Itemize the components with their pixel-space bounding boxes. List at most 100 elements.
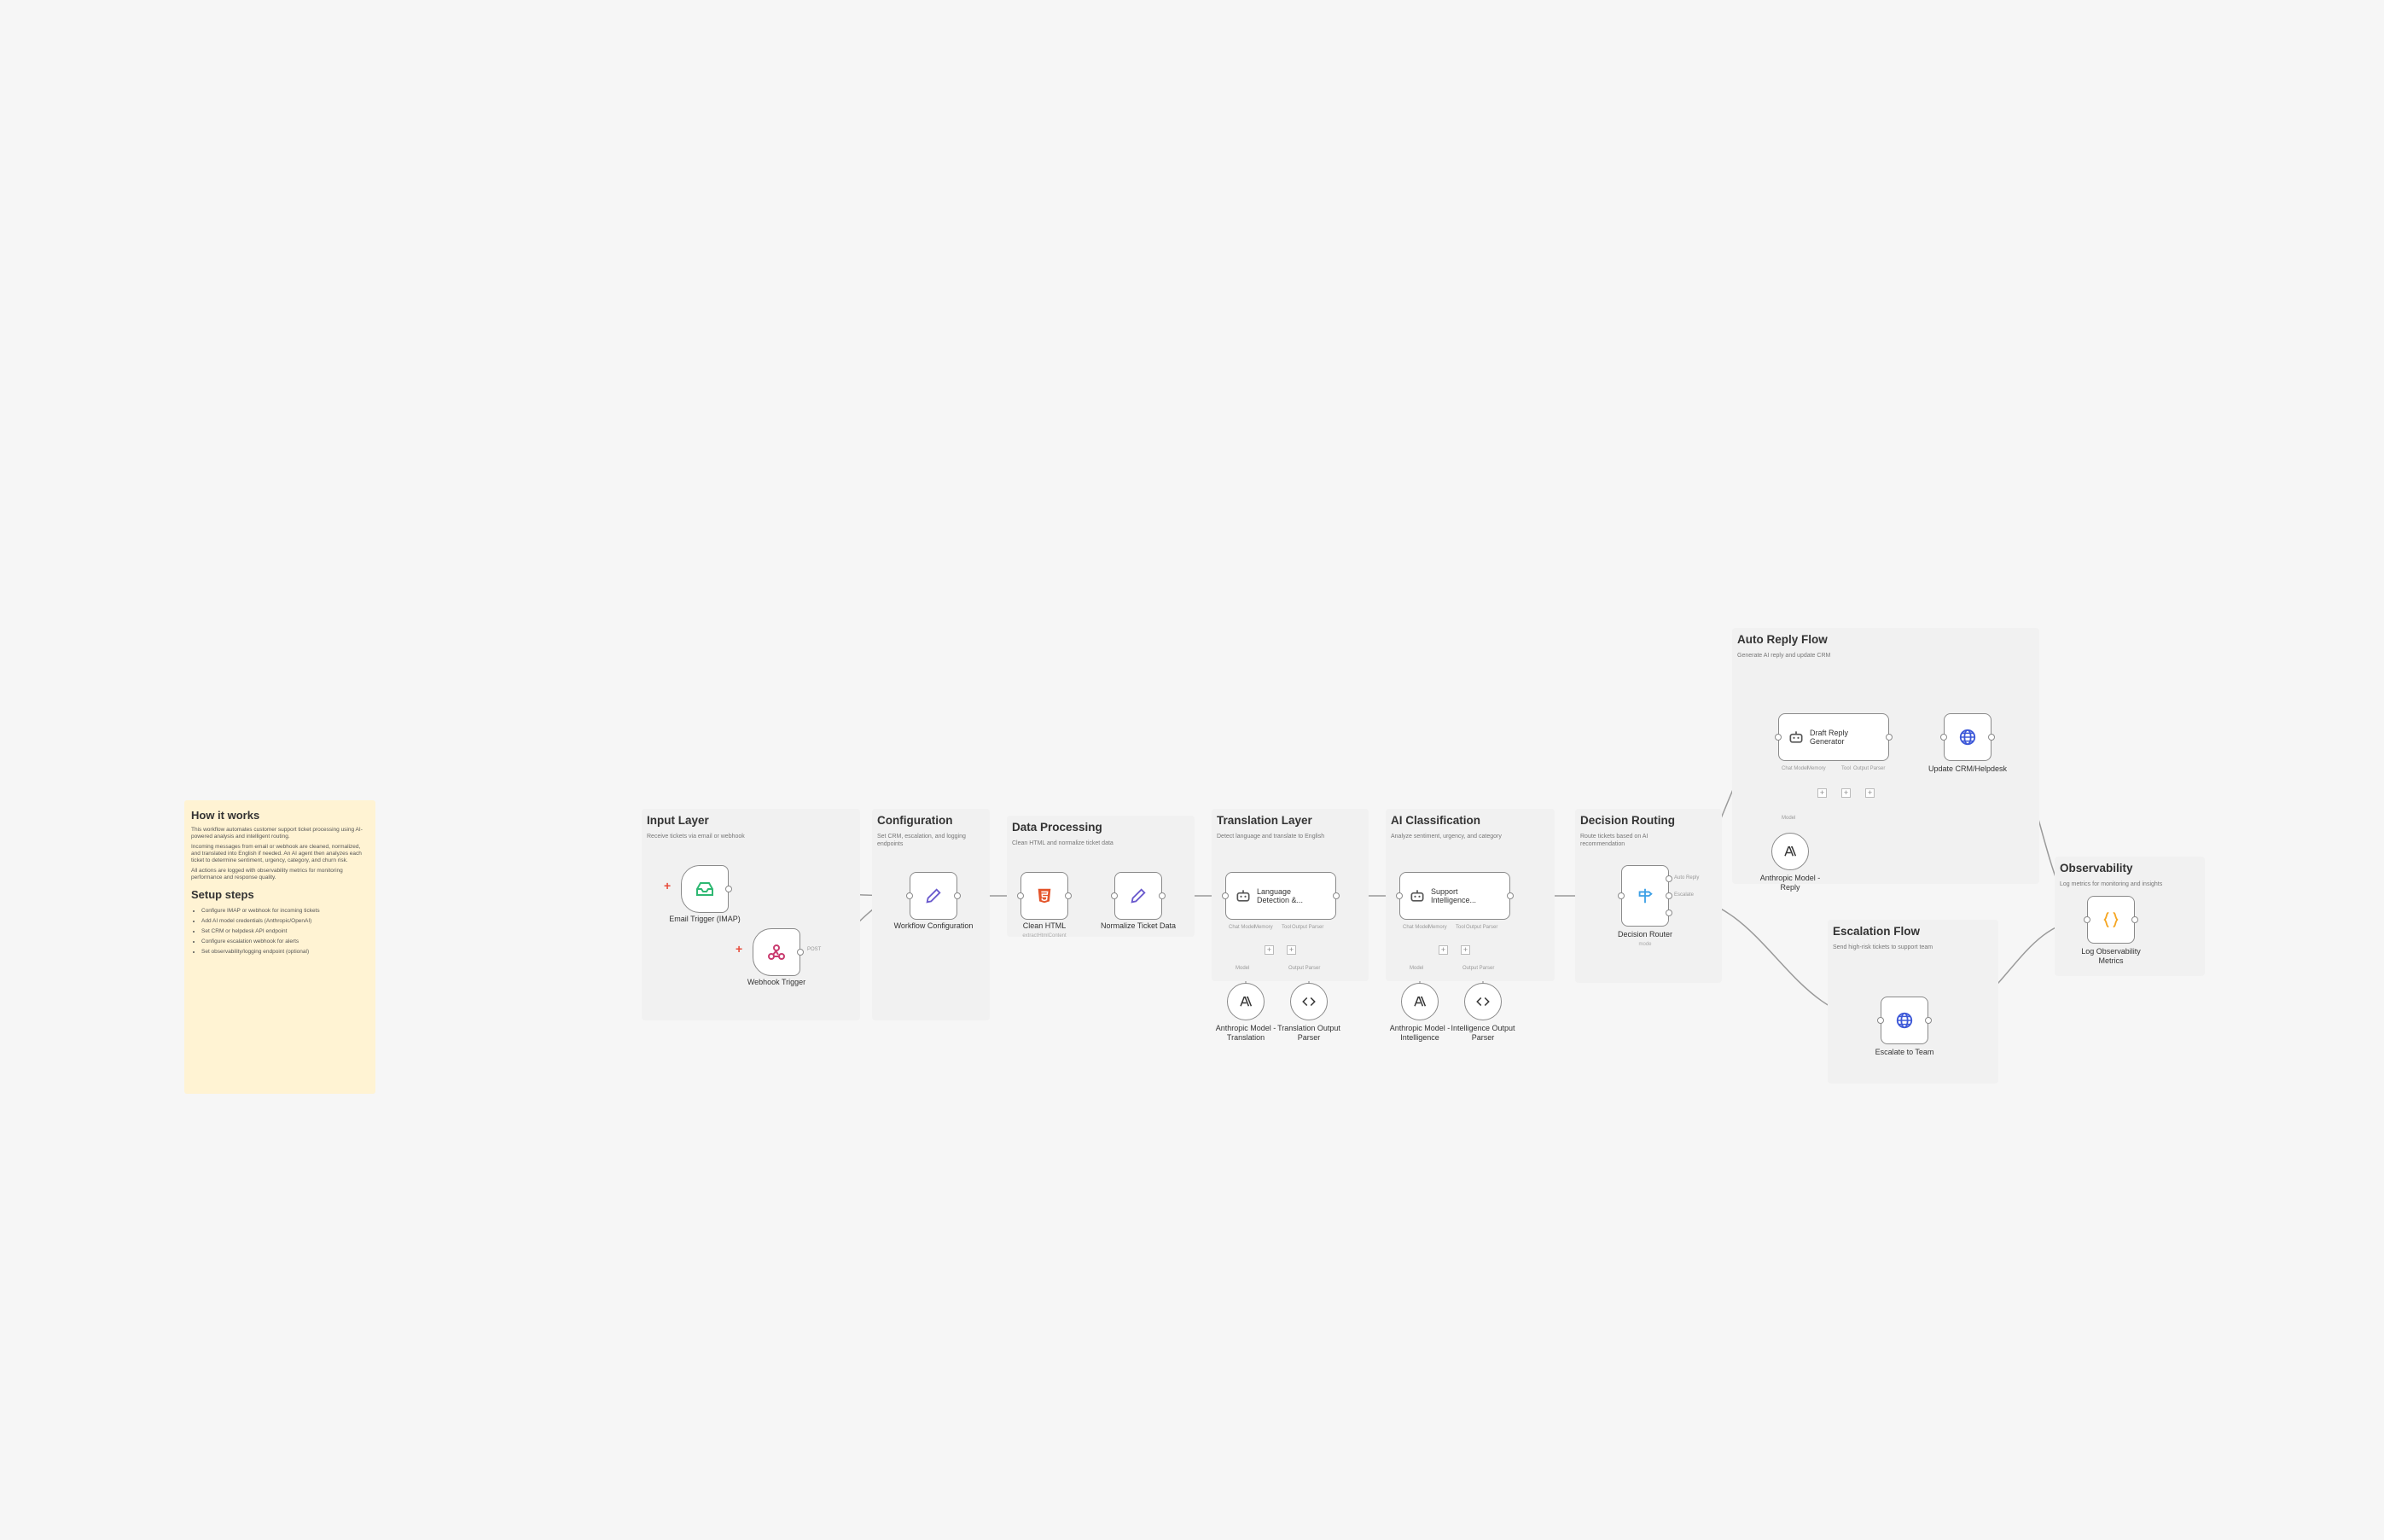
add-memory-button[interactable]: + xyxy=(1265,945,1274,955)
node-label: Anthropic Model - Translation xyxy=(1203,1024,1288,1043)
node-label-line: Anthropic Model - xyxy=(1215,1024,1276,1032)
node-label: Anthropic Model - Reply xyxy=(1747,874,1833,892)
normalize-ticket-node[interactable] xyxy=(1114,872,1162,920)
output-port[interactable] xyxy=(1159,892,1166,899)
envelope-icon xyxy=(696,882,713,896)
node-title-line: Draft Reply xyxy=(1810,729,1849,737)
language-detection-node[interactable]: Language Detection &... xyxy=(1225,872,1336,920)
input-port[interactable] xyxy=(1222,892,1229,899)
setup-step: Configure IMAP or webhook for incoming t… xyxy=(201,906,369,916)
node-title: Language Detection &... xyxy=(1257,887,1303,904)
sticky-paragraph: Incoming messages from email or webhook … xyxy=(191,844,362,863)
code-icon xyxy=(1302,997,1316,1007)
port-label: Memory xyxy=(1254,925,1273,930)
output-port[interactable] xyxy=(1886,734,1893,741)
node-sublabel: extractHtmlContent xyxy=(1022,933,1067,939)
anthropic-model-intelligence-node[interactable] xyxy=(1401,983,1439,1020)
robot-icon xyxy=(1236,890,1250,902)
anthropic-icon xyxy=(1414,997,1427,1007)
setup-step: Set observability/logging endpoint (opti… xyxy=(201,947,369,957)
output-port[interactable] xyxy=(954,892,961,899)
trigger-marker: + xyxy=(736,942,743,956)
log-observability-node[interactable] xyxy=(2087,896,2135,944)
group-title: Configuration xyxy=(877,814,953,827)
node-label-line: Anthropic Model - xyxy=(1389,1024,1451,1032)
input-port[interactable] xyxy=(1017,892,1024,899)
node-label-line: Intelligence Output xyxy=(1451,1024,1515,1032)
node-label-line: Intelligence xyxy=(1400,1033,1439,1042)
webhook-trigger-node[interactable] xyxy=(753,928,800,976)
code-icon xyxy=(1476,997,1490,1007)
support-intelligence-node[interactable]: Support Intelligence... xyxy=(1399,872,1510,920)
group-input-layer[interactable]: Input Layer Receive tickets via email or… xyxy=(642,809,860,1020)
add-tool-button[interactable]: + xyxy=(1841,788,1851,798)
setup-step: Configure escalation webhook for alerts xyxy=(201,937,369,947)
port-label: Memory xyxy=(1428,925,1447,930)
input-port[interactable] xyxy=(1396,892,1403,899)
group-subtitle: Send high-risk tickets to support team xyxy=(1833,944,1933,950)
input-port[interactable] xyxy=(2084,916,2090,923)
sticky-note[interactable]: How it works This workflow automates cus… xyxy=(184,800,375,1094)
input-port[interactable] xyxy=(1940,734,1947,741)
output-port[interactable] xyxy=(797,949,804,956)
output-port[interactable] xyxy=(1988,734,1995,741)
translation-output-parser-node[interactable] xyxy=(1290,983,1328,1020)
anthropic-model-reply-node[interactable] xyxy=(1771,833,1809,870)
add-memory-button[interactable]: + xyxy=(1817,788,1827,798)
output-port[interactable] xyxy=(1666,909,1672,916)
node-title-line: Intelligence... xyxy=(1431,896,1477,904)
add-tool-button[interactable]: + xyxy=(1461,945,1470,955)
port-label: POST xyxy=(807,947,822,952)
port-label: Model xyxy=(1410,966,1424,971)
globe-icon xyxy=(1959,729,1976,746)
add-memory-button[interactable]: + xyxy=(1439,945,1448,955)
output-port[interactable] xyxy=(1666,875,1672,882)
setup-step: Add AI model credentials (Anthropic/Open… xyxy=(201,916,369,927)
workflow-configuration-node[interactable] xyxy=(910,872,957,920)
input-port[interactable] xyxy=(1775,734,1782,741)
group-title: Escalation Flow xyxy=(1833,925,1921,938)
braces-icon xyxy=(2103,911,2119,928)
input-port[interactable] xyxy=(906,892,913,899)
decision-router-node[interactable] xyxy=(1621,865,1669,927)
port-label: Chat Model xyxy=(1782,766,1808,771)
group-title: AI Classification xyxy=(1391,814,1481,827)
output-port[interactable] xyxy=(1333,892,1340,899)
output-port[interactable] xyxy=(1065,892,1072,899)
sticky-setup-title: Setup steps xyxy=(191,888,254,901)
escalate-to-team-node[interactable] xyxy=(1881,997,1928,1044)
intelligence-output-parser-node[interactable] xyxy=(1464,983,1502,1020)
node-label: Update CRM/Helpdesk xyxy=(1928,764,2008,773)
add-parser-button[interactable]: + xyxy=(1865,788,1875,798)
anthropic-model-translation-node[interactable] xyxy=(1227,983,1265,1020)
node-label: Normalize Ticket Data xyxy=(1100,921,1177,930)
clean-html-node[interactable] xyxy=(1020,872,1068,920)
output-port[interactable] xyxy=(1507,892,1514,899)
group-subtitle: Route tickets based on AI recommendation xyxy=(1580,834,1648,847)
input-port[interactable] xyxy=(1877,1017,1884,1024)
group-title: Observability xyxy=(2060,862,2133,875)
node-title: Draft Reply Generator xyxy=(1810,729,1848,746)
robot-icon xyxy=(1410,890,1424,902)
node-label: Decision Router xyxy=(1617,930,1673,939)
input-port[interactable] xyxy=(1618,892,1625,899)
group-subtitle: Clean HTML and normalize ticket data xyxy=(1012,840,1114,846)
output-port[interactable] xyxy=(725,886,732,892)
update-crm-node[interactable] xyxy=(1944,713,1992,761)
draft-reply-generator-node[interactable]: Draft Reply Generator xyxy=(1778,713,1889,761)
group-subtitle: Generate AI reply and update CRM xyxy=(1737,653,1831,659)
group-title: Input Layer xyxy=(647,814,709,827)
output-port[interactable] xyxy=(1666,892,1672,899)
add-tool-button[interactable]: + xyxy=(1287,945,1296,955)
node-title: Support Intelligence... xyxy=(1431,887,1476,904)
email-trigger-node[interactable] xyxy=(681,865,729,913)
output-port[interactable] xyxy=(2131,916,2138,923)
sticky-paragraph: This workflow automates customer support… xyxy=(191,827,363,840)
node-sublabel: mode xyxy=(1638,942,1652,947)
input-port[interactable] xyxy=(1111,892,1118,899)
setup-steps-list: Configure IMAP or webhook for incoming t… xyxy=(191,906,369,957)
output-port[interactable] xyxy=(1925,1017,1932,1024)
node-label: Intelligence Output Parser xyxy=(1440,1024,1526,1043)
node-title-line: Detection &... xyxy=(1257,896,1304,904)
